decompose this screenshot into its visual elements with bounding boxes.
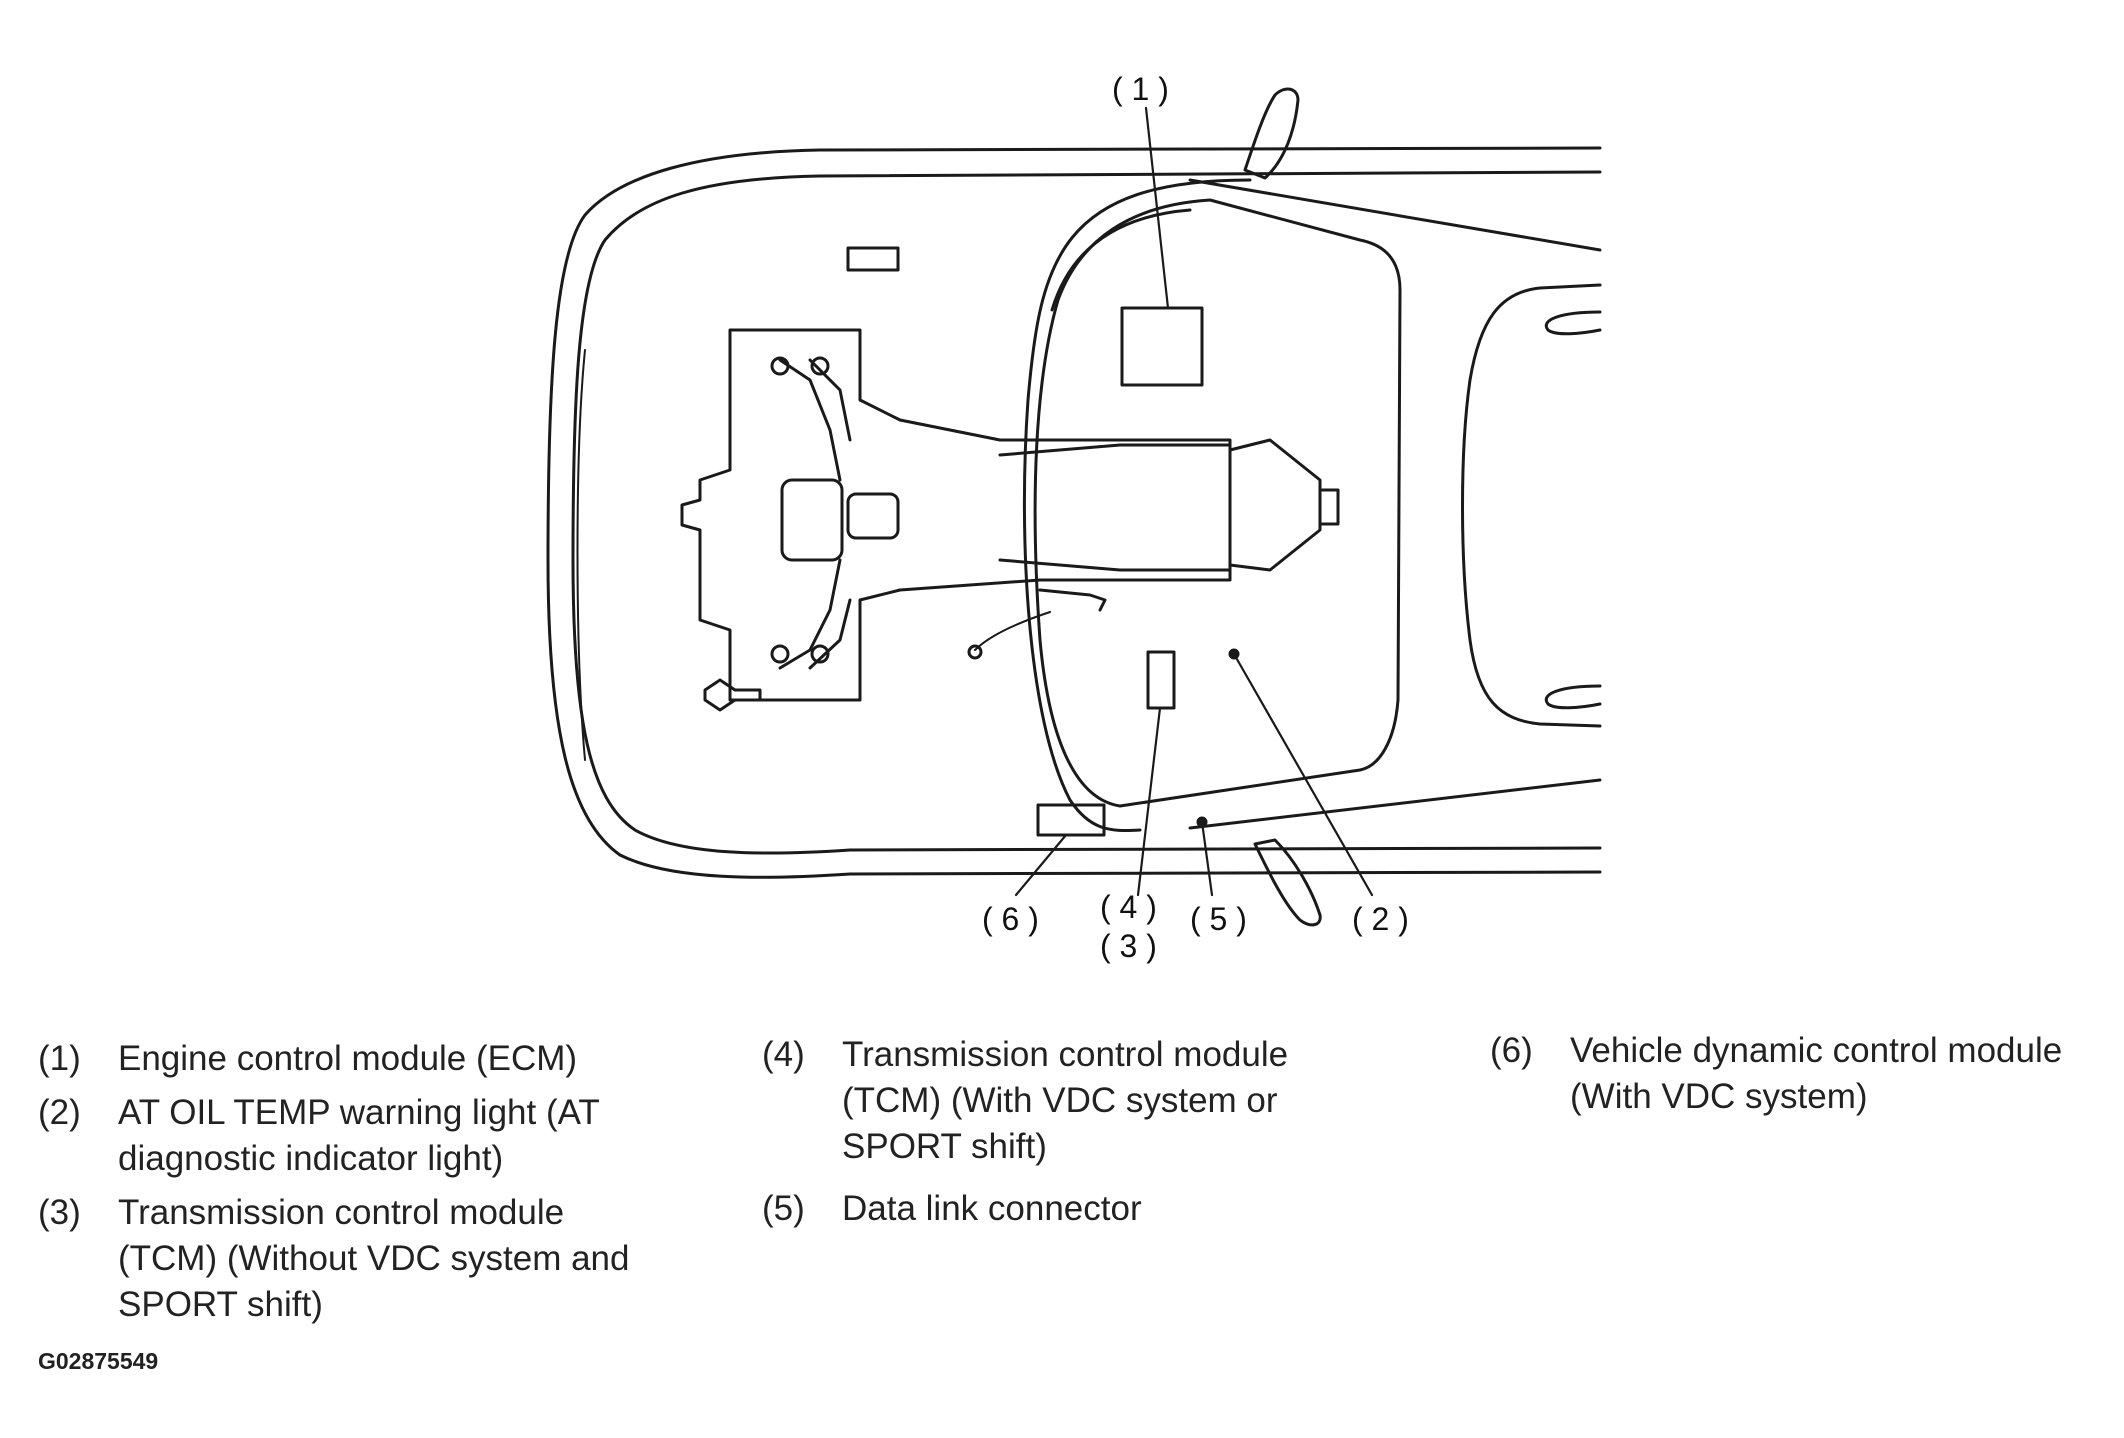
legend-text: Transmission control module (TCM) (Witho… (118, 1193, 630, 1324)
legend-text: Transmission control module (TCM) (With … (842, 1035, 1289, 1166)
callout-4: ( 4 ) (1100, 889, 1157, 925)
roof-outline (1461, 283, 1602, 728)
callout-2: ( 2 ) (1352, 901, 1409, 937)
car-body-outline (546, 146, 1602, 879)
windshield-frame (1022, 178, 1602, 833)
leader-lines (1014, 106, 1374, 897)
vdc-module-marker (1036, 803, 1106, 837)
side-mirrors (1243, 87, 1322, 927)
legend-number: (5) (762, 1189, 805, 1228)
ecm-marker (1120, 306, 1204, 387)
callout-1: ( 1 ) (1112, 71, 1169, 107)
callout-6: ( 6 ) (982, 901, 1039, 937)
legend-text: AT OIL TEMP warning light (AT diagnostic… (118, 1093, 600, 1178)
callout-labels: ( 1 ) ( 6 ) ( 4 ) ( 3 ) ( 5 ) ( 2 ) (982, 71, 1409, 964)
engine-transmission-assembly (680, 246, 1340, 712)
callout-3: ( 3 ) (1100, 928, 1157, 964)
legend-number: (6) (1490, 1031, 1533, 1070)
legend-number: (3) (38, 1193, 81, 1232)
legend-number: (1) (38, 1039, 81, 1078)
legend-text: Vehicle dynamic control module (With VDC… (1570, 1031, 2063, 1116)
figure-id: G02875549 (38, 1348, 159, 1374)
legend-text: Engine control module (ECM) (118, 1039, 578, 1078)
legend-text: Data link connector (842, 1189, 1142, 1228)
callout-5: ( 5 ) (1190, 901, 1247, 937)
vehicle-component-location-diagram: ( 1 ) ( 6 ) ( 4 ) ( 3 ) ( 5 ) ( 2 ) (546, 71, 1602, 964)
tcm-marker (1146, 650, 1176, 710)
legend-number: (2) (38, 1093, 81, 1132)
legend-number: (4) (762, 1035, 805, 1074)
